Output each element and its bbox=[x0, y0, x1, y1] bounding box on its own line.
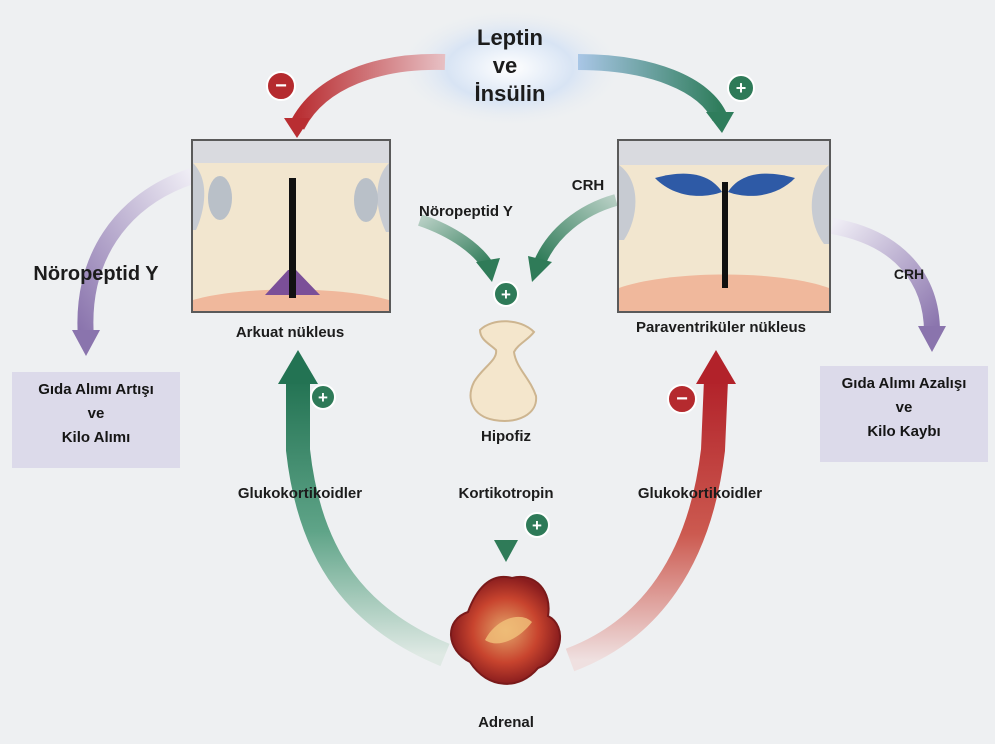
sign-text: + bbox=[532, 516, 542, 535]
stimulate-sign-hipofiz: + bbox=[494, 282, 518, 306]
gluko-left-label: Glukokortikoidler bbox=[238, 485, 362, 502]
left-box-line3: Kilo Alımı bbox=[12, 426, 180, 450]
npy-to-hipofiz-arrowhead bbox=[476, 258, 500, 282]
stimulate-sign-left-loop: + bbox=[311, 385, 335, 409]
npy-to-hipofiz-arrow bbox=[420, 220, 488, 266]
left-box-line2: ve bbox=[12, 402, 180, 426]
kortikotropin-label: Kortikotropin bbox=[459, 485, 554, 502]
food-intake-decrease-box: Gıda Alımı Azalışı ve Kilo Kaybı bbox=[820, 366, 988, 462]
right-box-line1: Gıda Alımı Azalışı bbox=[820, 372, 988, 396]
noropeptid-left-label: Nöropeptid Y bbox=[33, 263, 159, 285]
hipofiz-illustration bbox=[471, 321, 537, 421]
sign-text: − bbox=[275, 75, 287, 97]
gluko-left-loop-arrowhead bbox=[278, 350, 318, 384]
gluko-right-loop-arrow bbox=[570, 380, 716, 660]
npy-to-intake-arrowhead bbox=[72, 330, 100, 356]
sign-text: − bbox=[676, 388, 688, 410]
crh-right-label: CRH bbox=[894, 266, 924, 282]
paraventrikuler-label: Paraventriküler nükleus bbox=[636, 319, 806, 336]
sign-text: + bbox=[736, 78, 747, 98]
gluko-right-label: Glukokortikoidler bbox=[638, 485, 762, 502]
noropeptid-center-label: Nöropeptid Y bbox=[419, 203, 513, 220]
crh-to-hipofiz-arrowhead bbox=[528, 256, 552, 282]
paraventricular-nucleus-panel bbox=[618, 140, 830, 312]
stimulate-sign-kortikotropin: + bbox=[525, 513, 549, 537]
insulin-label: İnsülin bbox=[475, 81, 546, 106]
leptin-to-arkuat-arrowhead bbox=[284, 118, 310, 138]
stimulate-sign-top-right: + bbox=[728, 75, 754, 101]
right-box-line3: Kilo Kaybı bbox=[820, 420, 988, 444]
right-box-line2: ve bbox=[820, 396, 988, 420]
gluko-right-loop-arrowhead bbox=[696, 350, 736, 384]
crh-to-intake-arrowhead bbox=[918, 326, 946, 352]
hipofiz-label: Hipofiz bbox=[481, 428, 531, 445]
sign-text: + bbox=[318, 388, 328, 407]
arkuat-label: Arkuat nükleus bbox=[236, 324, 344, 341]
leptin-to-pvn-arrowhead bbox=[706, 112, 734, 133]
adrenal-label: Adrenal bbox=[478, 714, 534, 731]
gluko-left-loop-arrow bbox=[298, 380, 445, 655]
food-intake-increase-box: Gıda Alımı Artışı ve Kilo Alımı bbox=[12, 372, 180, 468]
arkuat-nucleus-panel bbox=[192, 140, 390, 312]
crh-to-hipofiz-arrow bbox=[540, 200, 616, 262]
npy-to-intake-arrow bbox=[85, 176, 192, 338]
sign-text: + bbox=[501, 285, 511, 304]
inhibit-sign-right-loop: − bbox=[668, 385, 696, 413]
crh-center-label: CRH bbox=[572, 177, 605, 194]
leptin-ve-label: ve bbox=[493, 53, 517, 78]
adrenal-illustration bbox=[451, 577, 560, 684]
kortikotropin-arrowhead bbox=[494, 540, 518, 562]
inhibit-sign-top-left: − bbox=[267, 72, 295, 100]
leptin-label: Leptin bbox=[477, 25, 543, 50]
left-box-line1: Gıda Alımı Artışı bbox=[12, 378, 180, 402]
